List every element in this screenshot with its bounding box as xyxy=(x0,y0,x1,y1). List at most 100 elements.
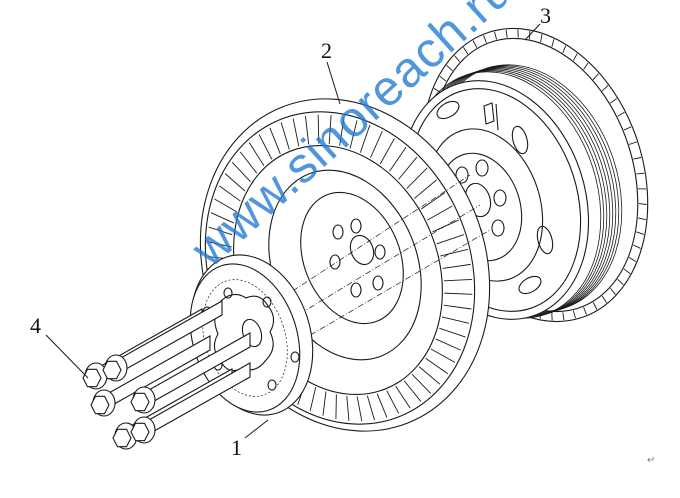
tone-wheel-tooth xyxy=(638,203,647,205)
damper-tooth xyxy=(430,348,456,363)
damper-tooth xyxy=(389,147,407,172)
tone-wheel-tooth xyxy=(609,287,616,295)
damper-tooth xyxy=(444,292,473,295)
tone-wheel-tooth xyxy=(617,111,625,117)
callout-2: 2 xyxy=(321,38,332,63)
tone-wheel-tooth xyxy=(505,29,508,38)
damper-tooth xyxy=(356,396,363,422)
damper-tooth xyxy=(258,134,273,160)
tone-wheel-tooth xyxy=(562,312,565,321)
damper-tooth xyxy=(207,241,232,248)
damper-tooth xyxy=(224,173,246,192)
tone-wheel-tooth xyxy=(454,55,461,63)
leader-1 xyxy=(244,419,269,439)
damper-tooth xyxy=(443,304,472,310)
return-mark-icon: ↵ xyxy=(647,455,656,466)
damper-tooth xyxy=(218,185,241,202)
bolt-hex-head xyxy=(90,395,110,415)
damper-tooth xyxy=(370,130,383,158)
leader-2 xyxy=(326,61,341,105)
hub-center-bore xyxy=(241,318,263,348)
damper-tooth xyxy=(366,395,375,421)
bolt xyxy=(130,332,251,414)
damper-tooth xyxy=(309,387,317,412)
damper-tooth xyxy=(292,118,300,147)
tone-wheel-tooth xyxy=(572,53,578,61)
damper-tooth xyxy=(440,248,468,257)
damper-boss xyxy=(300,191,404,325)
tone-wheel-tooth xyxy=(433,88,442,93)
tone-wheel-tooth xyxy=(636,231,645,235)
tone-wheel-tooth xyxy=(633,244,641,249)
tone-wheel-tooth xyxy=(494,31,498,40)
tone-wheel-tooth xyxy=(540,34,543,43)
tone-wheel-tooth xyxy=(628,257,637,262)
damper-tooth xyxy=(403,380,422,402)
damper-tooth xyxy=(210,212,235,224)
tone-wheel-tooth xyxy=(629,141,637,145)
damper-tooth xyxy=(305,115,310,145)
callout-4: 4 xyxy=(30,313,41,338)
damper-tooth xyxy=(346,395,350,421)
tone-wheel-tooth xyxy=(601,85,609,92)
pulley-mark-tab xyxy=(483,102,499,131)
damper-tooth xyxy=(442,263,471,269)
tone-wheel-tooth xyxy=(592,73,599,80)
damper-tooth xyxy=(239,151,258,174)
damper-tooth xyxy=(439,327,466,338)
bolt-hex-head xyxy=(130,422,150,442)
damper-tooth xyxy=(425,357,449,375)
tone-wheel-tooth xyxy=(572,310,576,319)
damper-bolt-holes xyxy=(329,218,386,298)
damper-teeth xyxy=(207,114,473,422)
leader-lines xyxy=(45,23,541,439)
bolt-hex-head xyxy=(82,368,102,388)
damper-tooth xyxy=(441,316,470,324)
tone-wheel-tooth xyxy=(463,47,469,55)
tone-wheel-tooth xyxy=(483,35,487,43)
damper-tooth xyxy=(339,116,345,146)
damper-tooth xyxy=(231,161,251,183)
bolt-hex-head xyxy=(112,428,132,448)
tone-wheel-tooth xyxy=(439,75,447,82)
damper-tooth xyxy=(248,142,265,166)
damper-tooth xyxy=(280,122,290,150)
damper-tooth xyxy=(411,373,432,394)
damper-tooth xyxy=(414,179,437,199)
tone-wheel-tooth xyxy=(472,40,478,48)
damper-tooth xyxy=(386,390,400,414)
bolt xyxy=(130,362,251,444)
tone-wheel-tooth xyxy=(623,268,631,275)
damper-tooth xyxy=(214,198,237,213)
damper-tooth xyxy=(395,385,411,409)
tone-wheel-tooth xyxy=(636,172,645,175)
damper-tooth xyxy=(443,278,473,282)
tone-wheel-tooth xyxy=(638,217,647,221)
damper-tooth xyxy=(427,205,453,221)
tone-wheel-tooth xyxy=(601,295,607,303)
callout-3: 3 xyxy=(540,3,551,28)
damper-tooth xyxy=(359,124,371,153)
damper-tooth xyxy=(398,156,418,180)
assembly-centerlines xyxy=(209,174,491,386)
tone-wheel-tooth xyxy=(617,278,624,286)
damper-tooth xyxy=(436,234,465,245)
damper-tooth xyxy=(406,167,428,189)
tone-wheel-tooth xyxy=(623,126,632,131)
damper-tooth xyxy=(317,114,320,144)
hub-bolt-circle xyxy=(202,279,288,397)
bolt xyxy=(102,300,223,382)
tone-wheel-tooth xyxy=(551,39,555,47)
tone-wheel-tooth xyxy=(610,98,618,104)
damper-tooth xyxy=(328,115,332,145)
hub-boss-outline xyxy=(213,293,275,372)
bolt xyxy=(90,335,211,417)
damper-tooth xyxy=(349,120,358,149)
damper-tooth xyxy=(376,393,388,418)
damper-center-bore xyxy=(349,234,375,266)
damper-tooth xyxy=(379,138,395,165)
damper-tooth xyxy=(322,391,327,416)
tone-wheel-tooth xyxy=(583,62,589,70)
tone-wheel-tooth xyxy=(446,64,453,72)
